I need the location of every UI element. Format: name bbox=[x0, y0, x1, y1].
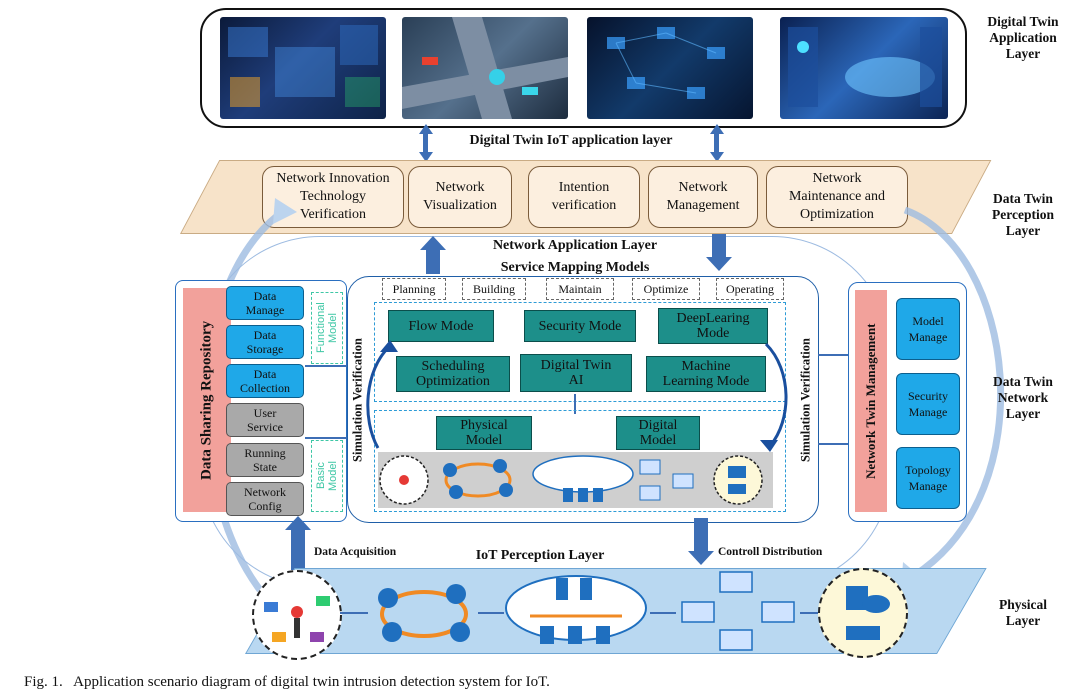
running-state-button[interactable]: Running State bbox=[226, 443, 304, 477]
perception-box-maintenance: Network Maintenance and Optimization bbox=[766, 166, 908, 228]
mgmt-link-arrow bbox=[818, 443, 850, 445]
physical-model-button[interactable]: Physical Model bbox=[436, 416, 532, 450]
deep-learning-mode-button[interactable]: DeepLearing Mode bbox=[658, 308, 768, 344]
security-manage-button[interactable]: Security Manage bbox=[896, 373, 960, 435]
functional-model-label: Functional Model bbox=[315, 302, 339, 354]
router-ring-icon bbox=[378, 584, 470, 642]
tab-operating[interactable]: Operating bbox=[716, 278, 784, 300]
up-arrow-icon bbox=[710, 124, 724, 134]
physical-link-arrow bbox=[340, 612, 368, 614]
up-arrow-icon bbox=[420, 236, 446, 250]
down-arrow-icon bbox=[419, 152, 433, 162]
perception-box-intention: Intention verification bbox=[528, 166, 640, 228]
tab-planning[interactable]: Planning bbox=[382, 278, 446, 300]
storage-server-cluster bbox=[818, 568, 908, 658]
repository-title: Data Sharing Repository bbox=[198, 320, 215, 480]
application-image-panel bbox=[200, 8, 967, 128]
data-manage-button[interactable]: Data Manage bbox=[226, 286, 304, 320]
tab-maintain[interactable]: Maintain bbox=[546, 278, 614, 300]
user-service-button[interactable]: User Service bbox=[226, 403, 304, 437]
vertical-link-arrow bbox=[574, 394, 576, 414]
tab-optimize[interactable]: Optimize bbox=[632, 278, 700, 300]
cloud-server-icon bbox=[505, 575, 647, 644]
flow-mode-button[interactable]: Flow Mode bbox=[388, 310, 494, 342]
down-arrow-icon bbox=[688, 551, 714, 565]
up-arrow-icon bbox=[419, 124, 433, 134]
data-storage-button[interactable]: Data Storage bbox=[226, 325, 304, 359]
model-manage-button[interactable]: Model Manage bbox=[896, 298, 960, 360]
model-network-region bbox=[374, 410, 786, 512]
down-arrow-icon bbox=[710, 152, 724, 162]
topology-manage-button[interactable]: Topology Manage bbox=[896, 447, 960, 509]
physical-link-arrow bbox=[650, 612, 676, 614]
network-config-button[interactable]: Network Config bbox=[226, 482, 304, 516]
mgmt-link-arrow bbox=[818, 354, 850, 356]
security-mode-button[interactable]: Security Mode bbox=[524, 310, 636, 342]
traffic-intersection-image bbox=[402, 17, 568, 119]
down-arrow-icon bbox=[706, 257, 732, 271]
repo-link-arrow bbox=[305, 365, 347, 367]
app-layer-label: Digital Twin Application Layer bbox=[987, 14, 1059, 61]
tab-building[interactable]: Building bbox=[462, 278, 526, 300]
network-topology-strip bbox=[378, 452, 773, 508]
iot-devices-cluster bbox=[252, 570, 342, 660]
iot-perception-layer-label: IoT Perception Layer bbox=[475, 548, 605, 563]
mapping-models-region bbox=[374, 302, 786, 402]
data-acquisition-label: Data Acquisition bbox=[314, 546, 397, 558]
simulation-curve-arrows bbox=[366, 340, 788, 452]
digital-twin-ai-button[interactable]: Digital Twin AI bbox=[520, 354, 632, 392]
iot-application-layer-label: Digital Twin IoT application layer bbox=[469, 133, 673, 148]
network-nodes-image bbox=[587, 17, 753, 119]
vehicle-dashboard-image bbox=[780, 17, 948, 119]
simulation-verification-left-label: Simulation Verification bbox=[350, 338, 365, 462]
digital-model-button[interactable]: Digital Model bbox=[616, 416, 700, 450]
service-mapping-label: Service Mapping Models bbox=[500, 260, 650, 275]
simulation-verification-right-label: Simulation Verification bbox=[798, 338, 813, 462]
physical-link-arrow bbox=[800, 612, 820, 614]
basic-model-label: Basic Model bbox=[315, 461, 339, 491]
machine-learning-mode-button[interactable]: Machine Learning Mode bbox=[646, 356, 766, 392]
scheduling-optimization-button[interactable]: Scheduling Optimization bbox=[396, 356, 510, 392]
perception-box-management: Network Management bbox=[648, 166, 758, 228]
perception-layer-label: Data Twin Perception Layer bbox=[992, 191, 1054, 238]
perception-box-visualization: Network Visualization bbox=[408, 166, 512, 228]
up-arrow-icon bbox=[285, 516, 311, 530]
control-distribution-label: Controll Distribution bbox=[718, 546, 823, 558]
repo-link-arrow bbox=[305, 437, 347, 439]
switch-cluster-icon bbox=[681, 571, 795, 651]
management-title: Network Twin Management bbox=[863, 323, 878, 479]
perception-box-innovation: Network Innovation Technology Verificati… bbox=[262, 166, 404, 228]
data-collection-button[interactable]: Data Collection bbox=[226, 364, 304, 398]
physical-link-arrow bbox=[478, 612, 504, 614]
figure-caption: Fig. 1. Application scenario diagram of … bbox=[24, 674, 550, 690]
network-application-layer-label: Network Application Layer bbox=[492, 238, 658, 253]
network-layer-label: Data Twin Network Layer bbox=[993, 374, 1053, 421]
smart-city-dashboard-image bbox=[220, 17, 386, 119]
physical-layer-label: Physical Layer bbox=[998, 597, 1047, 628]
